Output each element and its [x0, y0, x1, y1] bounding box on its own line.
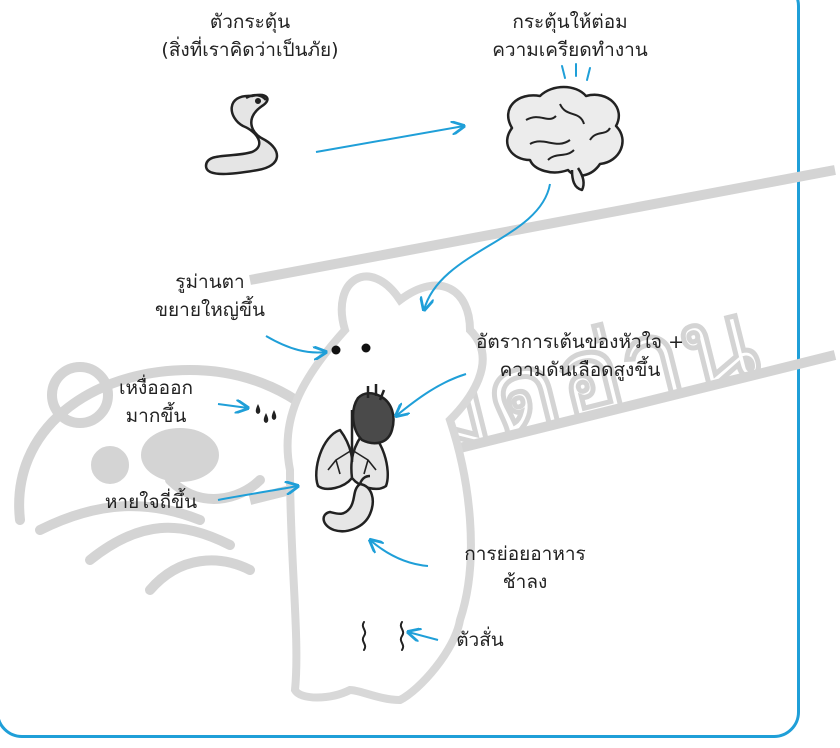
- label-trigger: ตัวกระตุ้น (สิ่งที่เราคิดว่าเป็นภัย): [140, 8, 360, 64]
- arrow-snake-to-brain: [316, 126, 464, 152]
- label-brain: กระตุ้นให้ต่อม ความเครียดทำงาน: [460, 8, 680, 64]
- label-digestion: การย่อยอาหาร ช้าลง: [430, 540, 620, 596]
- brain-icon: [507, 87, 622, 190]
- sweat-drops-icon: [256, 404, 277, 423]
- brain-activity-ticks: [562, 64, 590, 80]
- label-shiver: ตัวสั่น: [440, 626, 520, 654]
- label-pupils: รูม่านตา ขยายใหญ่ขึ้น: [130, 268, 290, 324]
- snake-icon: [206, 95, 277, 174]
- label-breath: หายใจถี่ขึ้น: [86, 488, 216, 516]
- arrow-to-eyes: [266, 336, 326, 352]
- label-sweat: เหงื่อออก มากขึ้น: [96, 374, 216, 430]
- label-heart: อัตราการเต้นของหัวใจ + ความดันเลือดสูงขึ…: [450, 328, 710, 384]
- arrow-to-sweat: [218, 404, 248, 408]
